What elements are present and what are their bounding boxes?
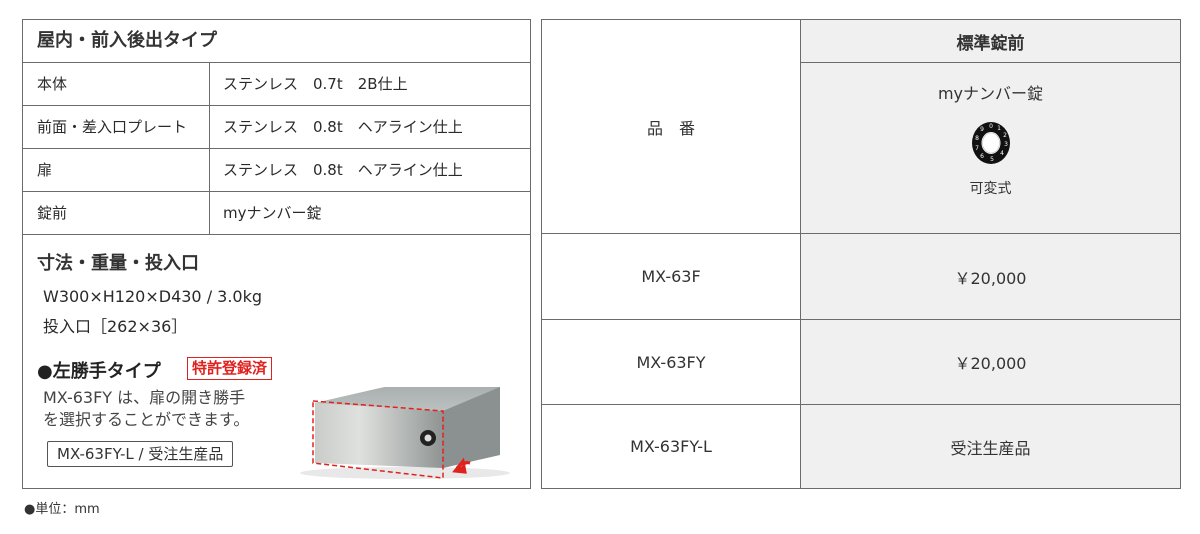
model-header-cell: 品 番 [542,20,800,233]
dimensions-heading: 寸法・重量・投入口 [37,253,199,274]
svg-text:8: 8 [975,135,979,142]
lock-type: 可変式 [969,181,1012,197]
size-weight-text: W300×H120×D430 / 3.0kg [43,287,263,306]
lock-name: myナンバー錠 [937,84,1044,103]
model-cell: MX-63F [542,233,800,319]
spec-row-body: 本体 ステンレス 0.7t 2B仕上 [23,63,530,106]
spec-row-lock: 錠前 myナンバー錠 [23,192,530,235]
spec-key: 本体 [23,63,210,105]
spec-row-door: 扉 ステンレス 0.8t ヘアライン仕上 [23,149,530,192]
price-cell: ￥20,000 [800,319,1180,404]
slot-size-text: 投入口［262×36］ [43,317,188,336]
spec-key: 錠前 [23,192,210,234]
svg-text:9: 9 [980,126,984,133]
spec-key: 前面・差入口プレート [23,106,210,148]
spec-row-front-plate: 前面・差入口プレート ステンレス 0.8t ヘアライン仕上 [23,106,530,149]
svg-text:5: 5 [990,156,994,163]
model-cell: MX-63FY [542,319,800,404]
model-cell: MX-63FY-L [542,404,800,488]
svg-text:4: 4 [1000,150,1004,157]
spec-table: 屋内・前入後出タイプ 本体 ステンレス 0.7t 2B仕上 前面・差入口プレート… [22,19,531,489]
unit-footnote: ●単位：mm [24,502,100,517]
spec-value: ステンレス 0.8t ヘアライン仕上 [223,161,463,179]
spec-table-title: 屋内・前入後出タイプ [23,20,530,63]
spec-key: 扉 [23,149,210,191]
spec-value: myナンバー錠 [223,204,322,222]
spec-value: ステンレス 0.7t 2B仕上 [223,75,408,93]
model-header-label: 品 番 [646,118,695,138]
lock-column-header-label: 標準錠前 [956,33,1025,54]
dimensions-section: 寸法・重量・投入口 W300×H120×D430 / 3.0kg 投入口［262… [23,235,530,489]
price-cell: ￥20,000 [800,233,1180,319]
price-cell: 受注生産品 [800,404,1180,488]
description-line: MX-63FY は、扉の開き勝手 [43,388,246,407]
svg-text:3: 3 [1004,141,1008,148]
svg-text:0: 0 [989,123,993,130]
svg-text:7: 7 [975,145,979,152]
patent-badge: 特許登録済 [187,357,273,380]
order-note-box: MX-63FY-L / 受注生産品 [47,441,234,467]
spec-value: ステンレス 0.8t ヘアライン仕上 [223,118,463,136]
mailbox-product-image [300,387,510,479]
svg-text:2: 2 [1003,132,1007,139]
svg-text:6: 6 [980,153,984,160]
description-line: を選択することができます。 [43,410,250,429]
svg-text:1: 1 [997,125,1001,132]
lock-column-header: 標準錠前 [800,20,1180,62]
left-hand-heading: ●左勝手タイプ [37,361,161,382]
left-hand-description: MX-63FY は、扉の開き勝手 を選択することができます。 [43,387,249,431]
